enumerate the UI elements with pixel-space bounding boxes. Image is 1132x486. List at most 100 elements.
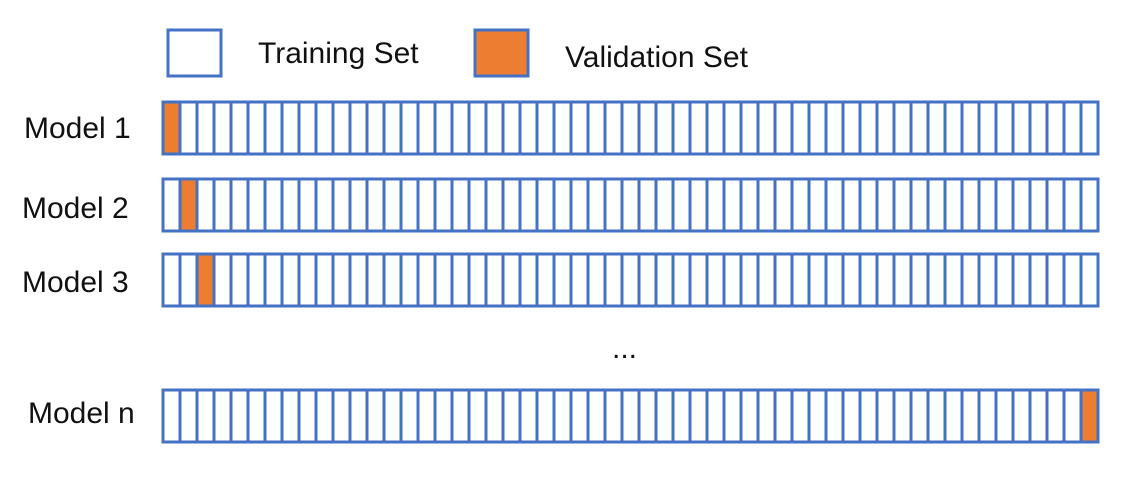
training-cell [280,100,301,156]
training-cell [705,252,726,308]
training-cell [994,252,1015,308]
training-cell [841,177,862,233]
training-cell [824,252,845,308]
training-cell [637,100,658,156]
training-cell [518,252,539,308]
training-cell [365,177,386,233]
training-cell [263,177,284,233]
training-cell [739,100,760,156]
training-cell [722,388,743,444]
training-cell [892,252,913,308]
training-cell [1062,100,1083,156]
training-cell [773,252,794,308]
training-cell [841,252,862,308]
training-cell [671,100,692,156]
training-cell [858,100,879,156]
training-cell [1011,388,1032,444]
training-cell [450,388,471,444]
training-cell [399,388,420,444]
training-cell [535,100,556,156]
training-cell [807,252,828,308]
training-cell [416,252,437,308]
training-cell [586,177,607,233]
training-cell [637,388,658,444]
training-cell [654,177,675,233]
row-label-model-2: Model 2 [22,192,129,225]
training-cell [365,252,386,308]
training-cell [1045,388,1066,444]
fold-row-3 [161,252,1100,308]
fold-row-2 [161,177,1100,233]
training-cell [535,252,556,308]
training-cell [331,252,352,308]
training-cell [807,388,828,444]
training-cell [1011,177,1032,233]
training-cell [790,100,811,156]
training-cell [382,252,403,308]
training-cell [773,388,794,444]
training-cell [858,388,879,444]
training-cell [926,100,947,156]
training-cell [416,100,437,156]
training-cell [977,100,998,156]
training-cell [365,100,386,156]
training-cell [501,388,522,444]
training-cell [246,177,267,233]
ellipsis: ... [612,332,637,365]
training-cell [858,177,879,233]
training-cell [892,177,913,233]
training-cell [892,388,913,444]
training-cell [722,252,743,308]
training-cell [688,100,709,156]
training-cell [756,388,777,444]
training-cell [807,177,828,233]
legend-training-label: Training Set [258,37,419,70]
training-cell [161,252,182,308]
training-cell [399,177,420,233]
training-cell [1045,252,1066,308]
training-cell [467,100,488,156]
training-cell [739,388,760,444]
training-cell [960,100,981,156]
training-cell [977,388,998,444]
training-cell [637,177,658,233]
training-cell [977,177,998,233]
training-cell [756,100,777,156]
training-cell [586,100,607,156]
training-cell [722,100,743,156]
training-cell [926,388,947,444]
training-cell [1079,177,1100,233]
fold-row-1 [161,100,1100,156]
training-cell [552,252,573,308]
training-cell [586,252,607,308]
training-cell [212,100,233,156]
training-cell [229,252,250,308]
training-cell [875,388,896,444]
training-cell [535,177,556,233]
training-cell [569,252,590,308]
training-cell [331,100,352,156]
training-cell [1028,252,1049,308]
training-cell [739,177,760,233]
training-cell [773,177,794,233]
training-cell [671,252,692,308]
training-cell [943,252,964,308]
training-cell [178,252,199,308]
training-cell [365,388,386,444]
training-cell [501,100,522,156]
training-cell [926,252,947,308]
training-cell [484,100,505,156]
training-cell [450,252,471,308]
training-cell [297,100,318,156]
training-cell [1028,388,1049,444]
training-cell [824,100,845,156]
training-cell [161,388,182,444]
training-cell [348,100,369,156]
training-cell [246,252,267,308]
training-cell [212,388,233,444]
training-cell [263,252,284,308]
row-label-model-1: Model 1 [24,112,131,145]
training-cell [433,388,454,444]
training-cell [943,177,964,233]
training-cell [620,177,641,233]
